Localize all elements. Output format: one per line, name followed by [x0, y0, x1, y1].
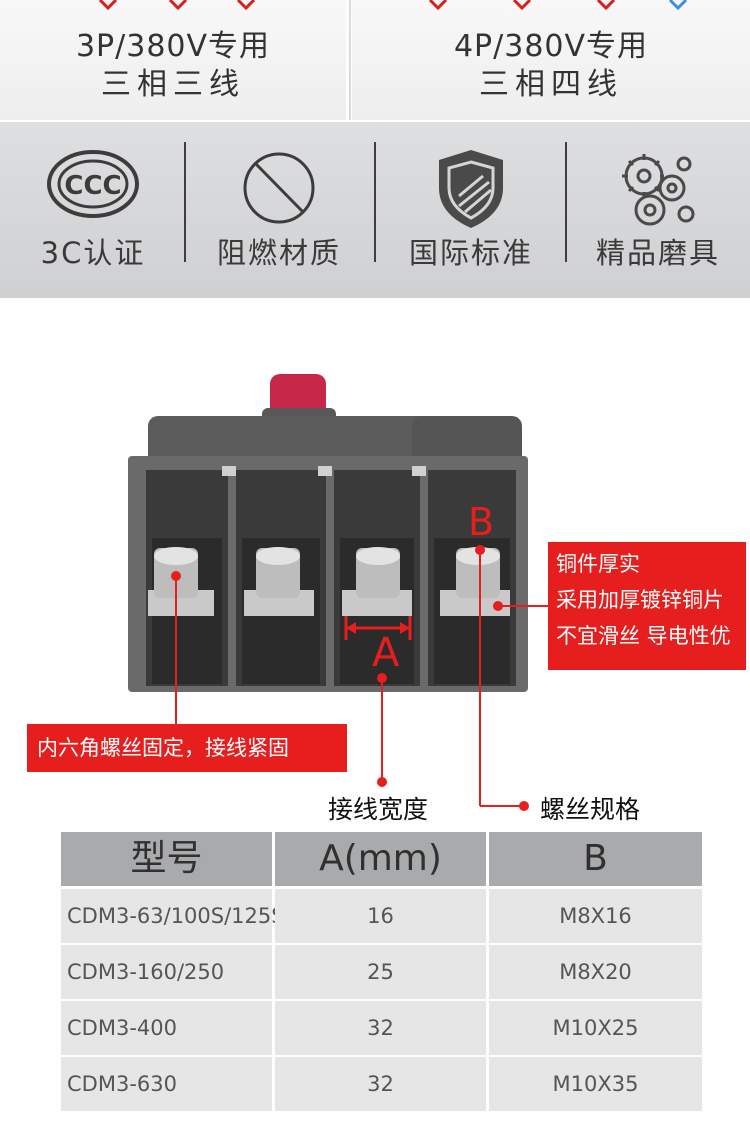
feature-label: 阻燃材质 — [216, 236, 341, 270]
variant-divider — [349, 0, 351, 120]
screw-spec-label: 螺丝规格 — [540, 795, 641, 824]
feature-mold: 精品磨具 — [565, 122, 750, 298]
variant-card-4p: 4P/380V专用 三相四线 — [352, 0, 750, 120]
red-arrow-marks-icon — [428, 0, 688, 11]
table-header-a: A(mm) — [275, 832, 486, 886]
feature-intl-standard: 国际标准 — [378, 122, 564, 298]
feature-label: 国际标准 — [408, 236, 533, 270]
gears-icon — [622, 154, 695, 226]
table-cell-b: M8X20 — [489, 945, 702, 999]
hex-screw-callout: 内六角螺丝固定，接线紧固 — [27, 724, 347, 772]
breaker-terminal-photo — [128, 374, 548, 811]
variant-wiring: 三相三线 — [101, 67, 245, 102]
table-cell-b: M8X16 — [489, 889, 702, 943]
red-arrow-marks-icon — [98, 0, 256, 11]
callout-line: 采用加厚镀锌铜片 — [556, 588, 724, 612]
ccc-certification-icon: CCC — [47, 150, 139, 218]
variant-wiring: 三相四线 — [479, 67, 623, 102]
wire-width-label: 接线宽度 — [328, 795, 429, 824]
callout-line: 不宜滑丝 导电性优 — [556, 624, 731, 648]
table-cell-model: CDM3-630 — [61, 1057, 272, 1111]
table-cell-model: CDM3-400 — [61, 1001, 272, 1055]
table-header-b: B — [489, 832, 702, 886]
table-cell-a: 25 — [275, 945, 486, 999]
feature-divider — [565, 142, 567, 262]
table-cell-a: 16 — [275, 889, 486, 943]
table-cell-b: M10X25 — [489, 1001, 702, 1055]
dimension-a-letter: A — [372, 630, 400, 676]
table-cell-a: 32 — [275, 1057, 486, 1111]
feature-label: 精品磨具 — [595, 236, 720, 270]
variant-band: 3P/380V专用 三相三线 4P/380V专用 三相四线 — [0, 0, 750, 122]
feature-3c: CCC 3C认证 — [0, 122, 186, 298]
table-cell-model: CDM3-63/100S/125S — [61, 889, 285, 943]
shield-icon — [439, 150, 503, 228]
feature-flame-retardant: 阻燃材质 — [186, 122, 372, 298]
variant-voltage: 3P/380V专用 — [75, 29, 271, 64]
flame-retardant-icon — [243, 152, 315, 224]
feature-divider — [184, 142, 186, 262]
copper-callout: 铜件厚实 采用加厚镀锌铜片 不宜滑丝 导电性优 — [548, 542, 746, 670]
table-cell-b: M10X35 — [489, 1057, 702, 1111]
dimension-b-letter: B — [468, 500, 495, 544]
table-header-model: 型号 — [61, 832, 272, 886]
variant-card-3p: 3P/380V专用 三相三线 — [0, 0, 346, 120]
feature-divider — [374, 142, 376, 262]
variant-voltage: 4P/380V专用 — [453, 29, 649, 64]
dimension-annotations — [171, 545, 548, 811]
terminal-bays — [146, 470, 516, 686]
callout-line: 铜件厚实 — [556, 552, 640, 576]
svg-text:CCC: CCC — [64, 171, 121, 201]
table-cell-a: 32 — [275, 1001, 486, 1055]
feature-band: CCC 3C认证 阻燃材质 国际标准 — [0, 122, 750, 298]
feature-label: 3C认证 — [40, 236, 146, 270]
table-cell-model: CDM3-160/250 — [61, 945, 272, 999]
